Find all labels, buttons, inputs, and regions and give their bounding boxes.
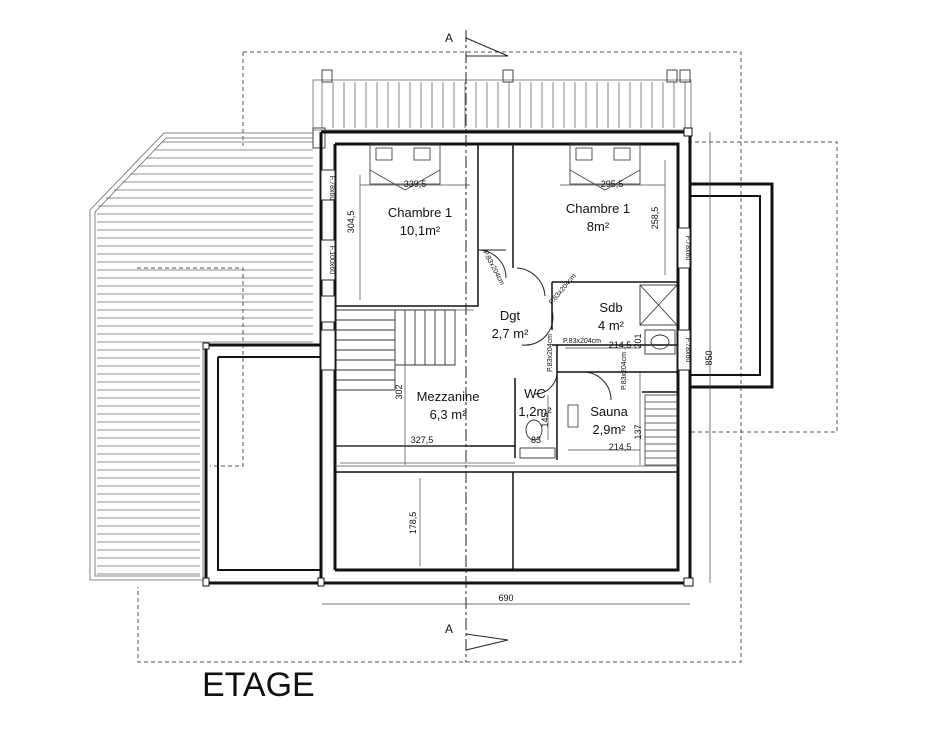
mezzanine-area: 6,3 m² xyxy=(430,407,468,422)
window-label-2: F.100x60 xyxy=(328,246,335,275)
chambre-right-name: Chambre 1 xyxy=(566,201,630,216)
wc-name: WC xyxy=(524,386,546,401)
sdb-name: Sdb xyxy=(599,300,622,315)
roof-top xyxy=(312,79,692,131)
dim-bed-right: 295,5 xyxy=(601,179,624,189)
dimension-labels: 339,5 295,5 304,5 258,5 214,5 201 850 30… xyxy=(346,179,714,603)
section-line xyxy=(465,30,509,662)
roof-caps xyxy=(312,69,691,149)
plan-title: ETAGE xyxy=(202,666,315,704)
door-label-1: P.83x204cm xyxy=(481,250,505,287)
bed-left xyxy=(369,143,441,191)
door-label-5: P.83x204cm xyxy=(621,352,628,390)
sdb-fixtures xyxy=(639,284,678,355)
window-label-4: F.78x60 xyxy=(684,338,691,363)
staircase xyxy=(335,309,456,391)
window-labels: F.78x60 F.100x60 F.78x60 F.78x60 xyxy=(328,176,691,363)
dim-chambre-right-depth: 258,5 xyxy=(650,207,660,230)
partitions xyxy=(335,144,678,570)
roof-left xyxy=(89,132,313,581)
dim-chambre-left-depth: 304,5 xyxy=(346,211,356,234)
wall-caps xyxy=(202,127,694,587)
dim-sauna-width: 214,5 xyxy=(609,442,632,452)
chambre-left-area: 10,1m² xyxy=(400,223,441,238)
dim-sdb-depth: 201 xyxy=(633,333,643,348)
section-mark-bottom: A xyxy=(445,622,453,636)
windows xyxy=(320,169,691,371)
dim-lower-depth: 178,5 xyxy=(408,512,418,535)
dim-overall-height: 850 xyxy=(704,350,714,365)
dim-mezzanine-width: 327,5 xyxy=(411,435,434,445)
door-label-3: P.83x204cm xyxy=(563,338,601,345)
dim-overall-width: 690 xyxy=(498,593,513,603)
dgt-name: Dgt xyxy=(500,308,521,323)
dim-sauna-depth: 137 xyxy=(633,424,643,439)
dim-mezzanine-depth: 302 xyxy=(394,384,404,399)
section-mark-top: A xyxy=(445,31,453,45)
door-swings xyxy=(477,249,612,401)
room-labels: Chambre 1 10,1m² Chambre 1 8m² Dgt 2,7 m… xyxy=(388,201,630,437)
door-label-4: P.83x204cm xyxy=(547,334,554,372)
mezzanine-name: Mezzanine xyxy=(417,389,480,404)
dim-bed-left: 339,5 xyxy=(404,179,427,189)
dim-sdb-width: 214,5 xyxy=(609,340,632,350)
window-label-1: F.78x60 xyxy=(328,176,335,201)
sauna-name: Sauna xyxy=(590,404,628,419)
sauna-area: 2,9m² xyxy=(592,422,626,437)
dgt-area: 2,7 m² xyxy=(492,326,530,341)
dim-wc-depth: 145 xyxy=(540,412,550,427)
chambre-left-name: Chambre 1 xyxy=(388,205,452,220)
wc-fixture xyxy=(519,419,556,459)
dimension-lines xyxy=(322,132,711,605)
wc-area: 1,2m² xyxy=(518,404,552,419)
dashed-outlines xyxy=(137,51,838,663)
bed-right xyxy=(569,143,641,191)
dim-wc-width: 83 xyxy=(531,435,541,445)
sauna-benches xyxy=(567,394,679,466)
sdb-area: 4 m² xyxy=(598,318,625,333)
chambre-right-area: 8m² xyxy=(587,219,610,234)
window-label-3: F.78x60 xyxy=(684,236,691,261)
